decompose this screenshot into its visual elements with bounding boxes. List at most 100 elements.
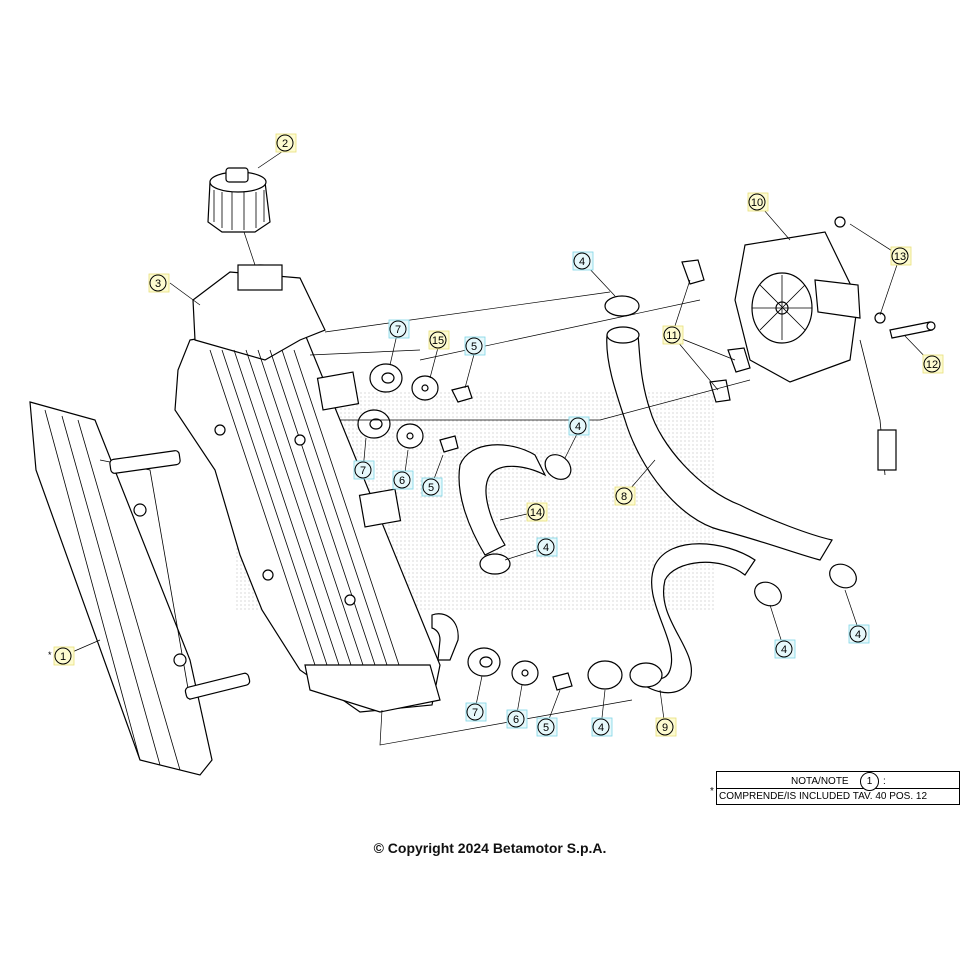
callout-ring — [149, 274, 167, 292]
callout-15: 15 — [428, 330, 450, 350]
callout-4: 4 — [848, 624, 870, 644]
callout-number: 1 — [60, 651, 66, 663]
cooling-fan — [734, 231, 897, 476]
callout-ring — [569, 417, 587, 435]
callout-background — [392, 470, 414, 490]
radiator — [174, 264, 459, 713]
callout-ring — [592, 718, 610, 736]
callout-4: 4 — [568, 416, 590, 436]
callout-number: 4 — [855, 629, 861, 641]
callout-number: 4 — [579, 256, 585, 268]
callout-background — [506, 709, 528, 729]
callout-background — [568, 416, 590, 436]
callout-background — [428, 330, 450, 350]
callout-ring — [466, 703, 484, 721]
callout-ring — [422, 478, 440, 496]
fasteners — [357, 363, 573, 691]
note-text: COMPRENDE/IS INCLUDED TAV. 40 POS. 12 — [719, 791, 928, 802]
radiator-shroud — [29, 401, 251, 776]
note-badge: 1 — [860, 772, 879, 791]
upper-hose — [606, 326, 833, 561]
note-box: NOTA/NOTE 1 : COMPRENDE/IS INCLUDED TAV.… — [716, 771, 960, 805]
callout-number: 5 — [428, 482, 434, 494]
callout-ring — [537, 538, 555, 556]
callout-6: 6 — [506, 709, 528, 729]
callout-ring — [537, 718, 555, 736]
callout-background — [388, 319, 410, 339]
callout-number: 15 — [432, 335, 444, 347]
callout-ring — [748, 193, 766, 211]
callout-number: 13 — [894, 251, 906, 263]
callout-3: 3 — [148, 273, 170, 293]
callout-7: 7 — [465, 702, 487, 722]
callout-10: 10 — [747, 192, 769, 212]
callout-6: 6 — [392, 470, 414, 490]
callout-ring — [923, 355, 941, 373]
radiator-fins — [209, 349, 405, 681]
callout-background — [572, 251, 594, 271]
callout-ring — [615, 487, 633, 505]
callout-background — [465, 702, 487, 722]
callout-background — [464, 336, 486, 356]
callout-8: 8 — [614, 486, 636, 506]
callout-2: 2 — [275, 133, 297, 153]
fan-screws — [834, 216, 936, 339]
lower-hose — [629, 543, 756, 694]
callout-9: 9 — [655, 717, 677, 737]
callout-number: 4 — [575, 421, 581, 433]
callout-number: 12 — [926, 359, 938, 371]
callout-ring — [276, 134, 294, 152]
callout-background — [655, 717, 677, 737]
callout-5: 5 — [464, 336, 486, 356]
callout-1: 1 — [53, 646, 75, 666]
callout-number: 4 — [598, 722, 604, 734]
callout-7: 7 — [353, 460, 375, 480]
callout-background — [536, 537, 558, 557]
callout-4: 4 — [572, 251, 594, 271]
callout-background — [922, 354, 944, 374]
callout-ring — [389, 320, 407, 338]
callout-background — [747, 192, 769, 212]
callout-ring — [507, 710, 525, 728]
callout-background — [353, 460, 375, 480]
callout-14: 14 — [526, 502, 548, 522]
callout-number: 5 — [543, 722, 549, 734]
callout-ring — [465, 337, 483, 355]
callout-background — [53, 646, 75, 666]
callout-background — [421, 477, 443, 497]
callout-ring — [527, 503, 545, 521]
callout-number: 5 — [471, 341, 477, 353]
fan-brackets — [681, 259, 751, 403]
callout-7: 7 — [388, 319, 410, 339]
callout-number: 10 — [751, 197, 763, 209]
callout-number: 3 — [155, 278, 161, 290]
callout-number: 2 — [282, 138, 288, 150]
callout-background — [890, 246, 912, 266]
callout-13: 13 — [890, 246, 912, 266]
callout-background — [148, 273, 170, 293]
callout-5: 5 — [421, 477, 443, 497]
callout-number: 8 — [621, 491, 627, 503]
callout-background — [275, 133, 297, 153]
note-title: NOTA/NOTE — [791, 776, 849, 787]
callout-number: 6 — [399, 475, 405, 487]
callout-ring — [849, 625, 867, 643]
callout-4: 4 — [774, 639, 796, 659]
callout-number: 7 — [472, 707, 478, 719]
callout-ring — [429, 331, 447, 349]
callout-11: 11 — [662, 325, 684, 345]
callout-1-star: * — [48, 650, 52, 660]
callout-ring — [393, 471, 411, 489]
callout-4: 4 — [591, 717, 613, 737]
callout-number: 9 — [662, 722, 668, 734]
callout-background — [526, 502, 548, 522]
callout-ring — [354, 461, 372, 479]
callout-ring — [573, 252, 591, 270]
callout-number: 4 — [781, 644, 787, 656]
callout-5: 5 — [536, 717, 558, 737]
note-header: NOTA/NOTE 1 : — [717, 772, 959, 791]
callout-ring — [54, 647, 72, 665]
callout-background — [591, 717, 613, 737]
